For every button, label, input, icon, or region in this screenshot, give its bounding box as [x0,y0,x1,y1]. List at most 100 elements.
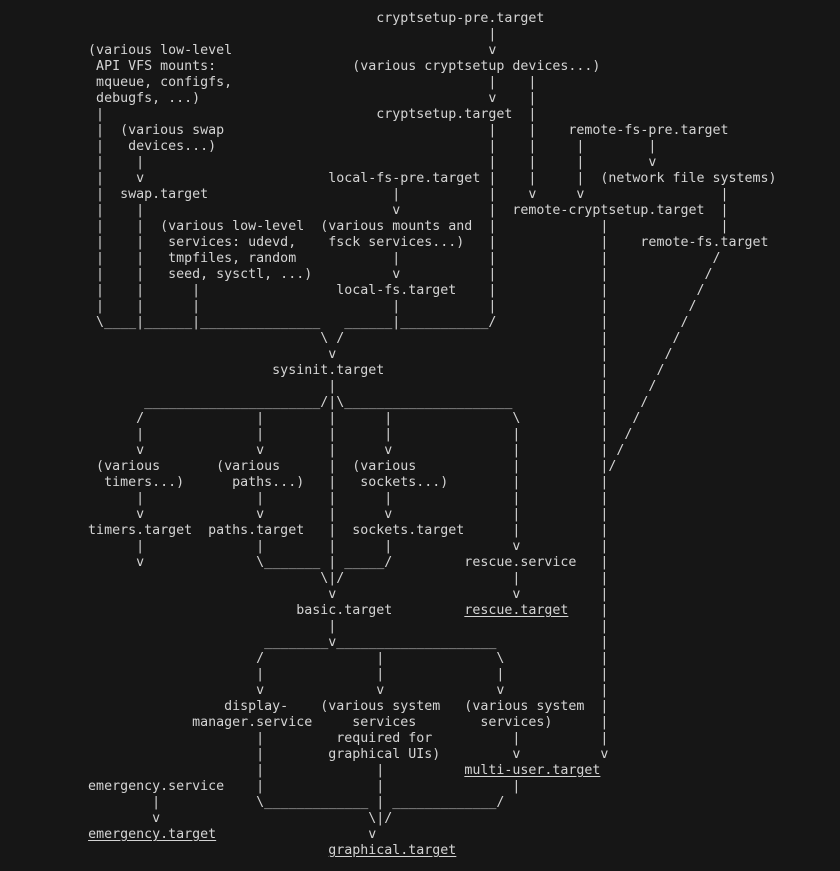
diagram-line: timers...) paths...) | sockets...) | | [8,475,608,491]
diagram-text: | v local-fs-pre.target | | | (network f… [8,171,777,186]
diagram-line: | | services: udevd, fsck services...) |… [8,235,769,251]
diagram-line: v v | v | | / [8,443,624,459]
diagram-line: ________v____________________ | [8,635,608,651]
diagram-text: | | (various low-level (various mounts a… [8,219,729,234]
diagram-line: manager.service services services) | [8,715,608,731]
diagram-text: timers...) paths...) | sockets...) | | [8,475,609,490]
diagram-line: v \|/ [8,811,392,827]
diagram-text: | | | | | v [8,155,657,170]
diagram-text: | | | local-fs.target | | / [8,283,705,298]
diagram-text: | graphical UIs) v v [8,747,609,762]
diagram-line: emergency.service | | | [8,779,520,795]
diagram-text: v | / [8,347,673,362]
diagram-text: | (various swap | | remote-fs-pre.target [8,123,729,138]
target-link[interactable]: emergency.target [88,827,217,842]
diagram-line: / | | | \ | / [8,411,640,427]
diagram-line: v v | [8,587,608,603]
diagram-line: | \_____________ | _____________/ [8,795,504,811]
diagram-text: debugfs, ...) v | [8,91,537,106]
diagram-line: | | seed, sysctl, ...) v | | / [8,267,712,283]
diagram-line: | | | | | | / [8,427,632,443]
diagram-line: | | | local-fs.target | | / [8,283,704,299]
diagram-line: | v local-fs-pre.target | | | (network f… [8,171,777,187]
diagram-text: (various (various | (various | |/ [8,459,617,474]
diagram-text: | | / [8,379,657,394]
diagram-line: debugfs, ...) v | [8,91,536,107]
diagram-line: emergency.target v [8,827,376,843]
diagram-text: emergency.service | | | [8,779,521,794]
diagram-text: manager.service services services) | [8,715,609,730]
diagram-text: | devices...) | | | | [8,139,657,154]
diagram-text: \____|______|_______________ ______|____… [8,315,689,330]
diagram-line: | cryptsetup.target | [8,107,536,123]
diagram-line: mqueue, configfs, | | [8,75,536,91]
diagram-line: | (various swap | | remote-fs-pre.target [8,123,729,139]
diagram-text: | | seed, sysctl, ...) v | | / [8,267,713,282]
diagram-text: | [568,603,609,618]
diagram-text: display- (various system (various system… [8,699,609,714]
diagram-text: v v | [8,587,609,602]
diagram-line: | | [8,619,608,635]
diagram-line: | required for | | [8,731,608,747]
diagram-line: timers.target paths.target | sockets.tar… [8,523,608,539]
diagram-line: | | multi-user.target [8,763,600,779]
diagram-text: mqueue, configfs, | | [8,75,537,90]
diagram-text: | cryptsetup.target | [8,107,537,122]
diagram-line: v \_______ | _____/ rescue.service | [8,555,608,571]
diagram-line: | swap.target | | v v | [8,187,729,203]
diagram-text: v v | v | | [8,507,609,522]
diagram-text: sysinit.target | / [8,363,665,378]
diagram-text: ________v____________________ | [8,635,609,650]
diagram-text [8,827,88,842]
diagram-line: | devices...) | | | | [8,139,656,155]
diagram-text: | | | | | | / [8,427,633,442]
diagram-line: (various (various | (various | |/ [8,459,616,475]
diagram-text: | | [8,763,465,778]
diagram-text: / | | | \ | / [8,411,641,426]
diagram-line: | | v | remote-cryptsetup.target | [8,203,729,219]
diagram-text: | [8,27,497,42]
diagram-line: \|/ | | [8,571,608,587]
diagram-text: | | services: udevd, fsck services...) |… [8,235,769,250]
diagram-text: timers.target paths.target | sockets.tar… [8,523,609,538]
diagram-text: | | tmpfiles, random | | | / [8,251,721,266]
diagram-text: v [216,827,377,842]
diagram-line: | | | | | | [8,491,608,507]
target-link[interactable]: multi-user.target [464,763,601,778]
diagram-line: (various low-level v [8,43,496,59]
diagram-text: v \|/ [8,811,393,826]
diagram-text: \|/ | | [8,571,609,586]
diagram-text: v v | v | | / [8,443,625,458]
diagram-line: | | / [8,379,656,395]
diagram-text: (various low-level v [8,43,497,58]
diagram-line: | | | | v | [8,539,608,555]
target-link[interactable]: rescue.target [464,603,569,618]
diagram-text: | | | | [8,667,609,682]
diagram-line: | graphical UIs) v v [8,747,608,763]
diagram-line: / | \ | [8,651,608,667]
diagram-text: basic.target [8,603,465,618]
diagram-text: v v v | [8,683,609,698]
diagram-text: | | [8,619,609,634]
diagram-line: | | (various low-level (various mounts a… [8,219,729,235]
diagram-text: ______________________/|\_______________… [8,395,649,410]
diagram-line: display- (various system (various system… [8,699,608,715]
diagram-line: basic.target rescue.target | [8,603,608,619]
diagram-text [8,843,328,858]
diagram-line: sysinit.target | / [8,363,664,379]
diagram-line: v v | v | | [8,507,608,523]
diagram-text: | | | | v | [8,539,609,554]
diagram-text: \ / | / [8,331,681,346]
diagram-line: cryptsetup-pre.target [8,11,544,27]
diagram-text: | | v | remote-cryptsetup.target | [8,203,729,218]
diagram-text: v \_______ | _____/ rescue.service | [8,555,609,570]
diagram-line: \____|______|_______________ ______|____… [8,315,688,331]
diagram-line: | | | | | | / [8,299,696,315]
diagram-text: | | | | | | [8,491,609,506]
diagram-line: | | | | | v [8,155,656,171]
diagram-line: v | / [8,347,672,363]
diagram-text: | swap.target | | v v | [8,187,729,202]
diagram-line: \ / | / [8,331,680,347]
target-link[interactable]: graphical.target [328,843,457,858]
